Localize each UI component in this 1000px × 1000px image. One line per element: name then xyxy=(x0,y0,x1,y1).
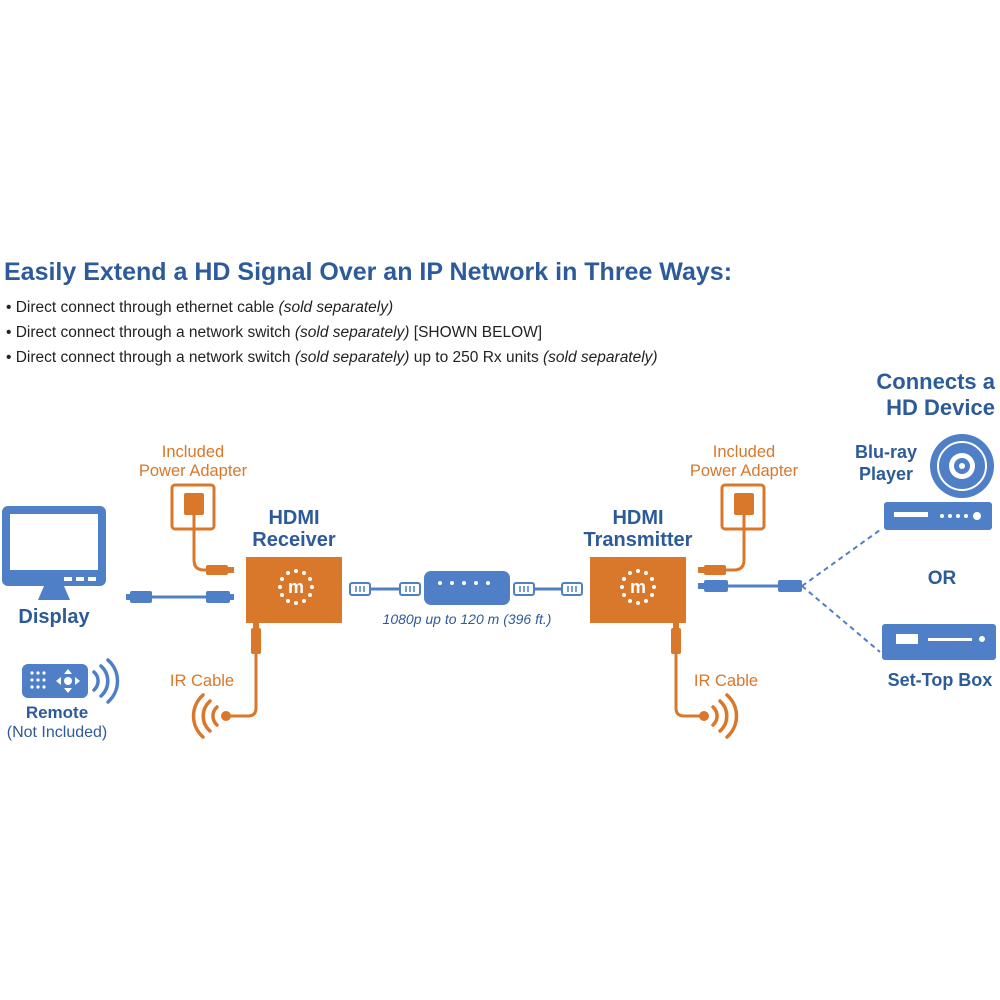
set-top-box-icon xyxy=(882,624,996,660)
bullet-2: • Direct connect through a network switc… xyxy=(6,324,542,341)
hdmi-cable-receiver xyxy=(126,591,234,603)
source-dashed-links xyxy=(801,529,881,653)
hdmi-transmitter-box xyxy=(590,557,686,623)
ethernet-cable-right xyxy=(513,582,583,596)
display-icon xyxy=(2,506,106,600)
receiver-power-label-2: Power Adapter xyxy=(139,462,248,480)
hdmi-receiver-box xyxy=(246,557,342,623)
transmitter-ir-label: IR Cable xyxy=(694,672,758,690)
transmitter-power-label-2: Power Adapter xyxy=(690,462,799,480)
transmitter-ir-signal-icon xyxy=(711,693,739,739)
diagram-title: Easily Extend a HD Signal Over an IP Net… xyxy=(4,258,732,286)
bluray-player-icon xyxy=(884,502,992,530)
bluray-label-1: Blu-ray xyxy=(855,442,917,462)
transmitter-power-adapter-icon xyxy=(698,483,766,575)
bullet-1: • Direct connect through ethernet cable … xyxy=(6,299,393,316)
receiver-ir-label: IR Cable xyxy=(170,672,234,690)
connects-title-2: HD Device xyxy=(886,395,995,420)
receiver-logo-glyph: m xyxy=(288,577,304,597)
network-switch-icon xyxy=(424,571,510,605)
receiver-ir-signal-icon xyxy=(191,693,219,739)
connects-title-1: Connects a xyxy=(876,369,995,394)
remote-label: Remote xyxy=(26,703,88,722)
transmitter-title-2: Transmitter xyxy=(584,529,693,551)
transmitter-logo-glyph: m xyxy=(630,577,646,597)
transmitter-title-1: HDMI xyxy=(612,507,663,529)
bullet-3-italic: (sold separately) xyxy=(295,349,410,366)
bullet-3-italic-2: (sold separately) xyxy=(543,349,658,366)
bullet-3: • Direct connect through a network switc… xyxy=(6,349,658,366)
transmitter-logo-icon: m xyxy=(620,569,656,605)
remote-icon xyxy=(22,664,88,698)
bullet-1-text: • Direct connect through ethernet cable xyxy=(6,299,279,316)
bullet-2-suffix: [SHOWN BELOW] xyxy=(409,324,542,341)
display-label: Display xyxy=(18,606,90,628)
receiver-logo-icon: m xyxy=(278,569,314,605)
receiver-title-1: HDMI xyxy=(268,507,319,529)
remote-signal-icon xyxy=(92,658,120,704)
ethernet-cable-left xyxy=(349,582,421,596)
or-label: OR xyxy=(928,568,957,589)
bullet-1-italic: (sold separately) xyxy=(279,299,394,316)
receiver-title-2: Receiver xyxy=(252,529,336,551)
bullet-3-suffix: up to 250 Rx units xyxy=(409,349,543,366)
receiver-power-adapter-icon xyxy=(170,483,234,575)
remote-note: (Not Included) xyxy=(7,724,108,741)
bullet-2-italic: (sold separately) xyxy=(295,324,410,341)
transmitter-ir-cable xyxy=(671,623,709,721)
disc-icon xyxy=(930,434,994,498)
receiver-power-label-1: Included xyxy=(162,443,224,461)
set-top-box-label: Set-Top Box xyxy=(888,670,993,690)
receiver-ir-cable xyxy=(221,623,261,721)
bluray-label-2: Player xyxy=(859,464,913,484)
bullet-3-text: • Direct connect through a network switc… xyxy=(6,349,295,366)
distance-label: 1080p up to 120 m (396 ft.) xyxy=(383,611,552,627)
transmitter-power-label-1: Included xyxy=(713,443,775,461)
hdmi-cable-transmitter xyxy=(698,580,802,592)
bullet-2-text: • Direct connect through a network switc… xyxy=(6,324,295,341)
